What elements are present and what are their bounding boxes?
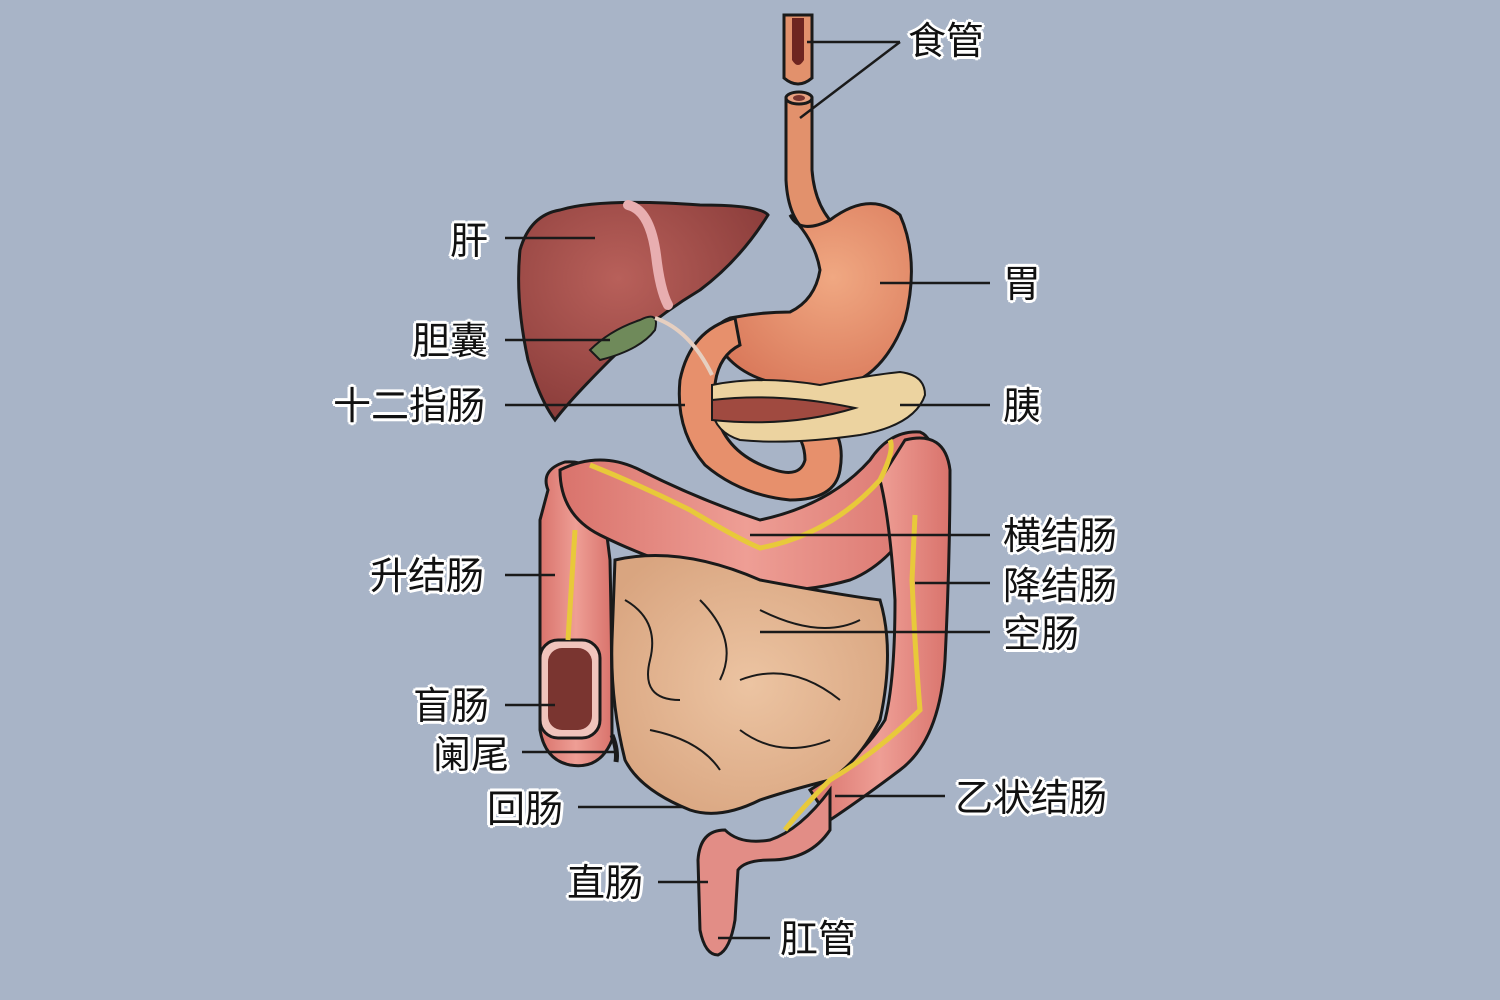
- label-ileum: 回肠: [487, 787, 564, 831]
- label-pancreas: 胰: [1003, 384, 1042, 428]
- falciform-ligament: [623, 200, 673, 310]
- cecum: [538, 638, 602, 740]
- label-cecum: 盲肠: [413, 684, 490, 728]
- label-esophagus: 食管: [908, 19, 985, 63]
- label-ascending-colon: 升结肠: [370, 554, 485, 598]
- label-appendix: 阑尾: [433, 733, 510, 777]
- esophagus: [782, 13, 844, 237]
- appendix: [609, 734, 619, 763]
- label-descending-colon: 降结肠: [1003, 564, 1118, 608]
- label-duodenum: 十二指肠: [333, 384, 486, 428]
- label-stomach: 胃: [1003, 262, 1042, 306]
- intestine-folds: [624, 599, 861, 771]
- label-sigmoid-colon: 乙状结肠: [955, 776, 1108, 820]
- label-gallbladder: 胆囊: [412, 319, 489, 363]
- label-jejunum: 空肠: [1003, 612, 1080, 656]
- label-liver: 肝: [450, 219, 489, 263]
- label-anus: 肛管: [780, 917, 857, 961]
- label-transverse-colon: 横结肠: [1003, 514, 1118, 558]
- label-rectum: 直肠: [567, 861, 644, 905]
- leader-lines: [505, 40, 990, 940]
